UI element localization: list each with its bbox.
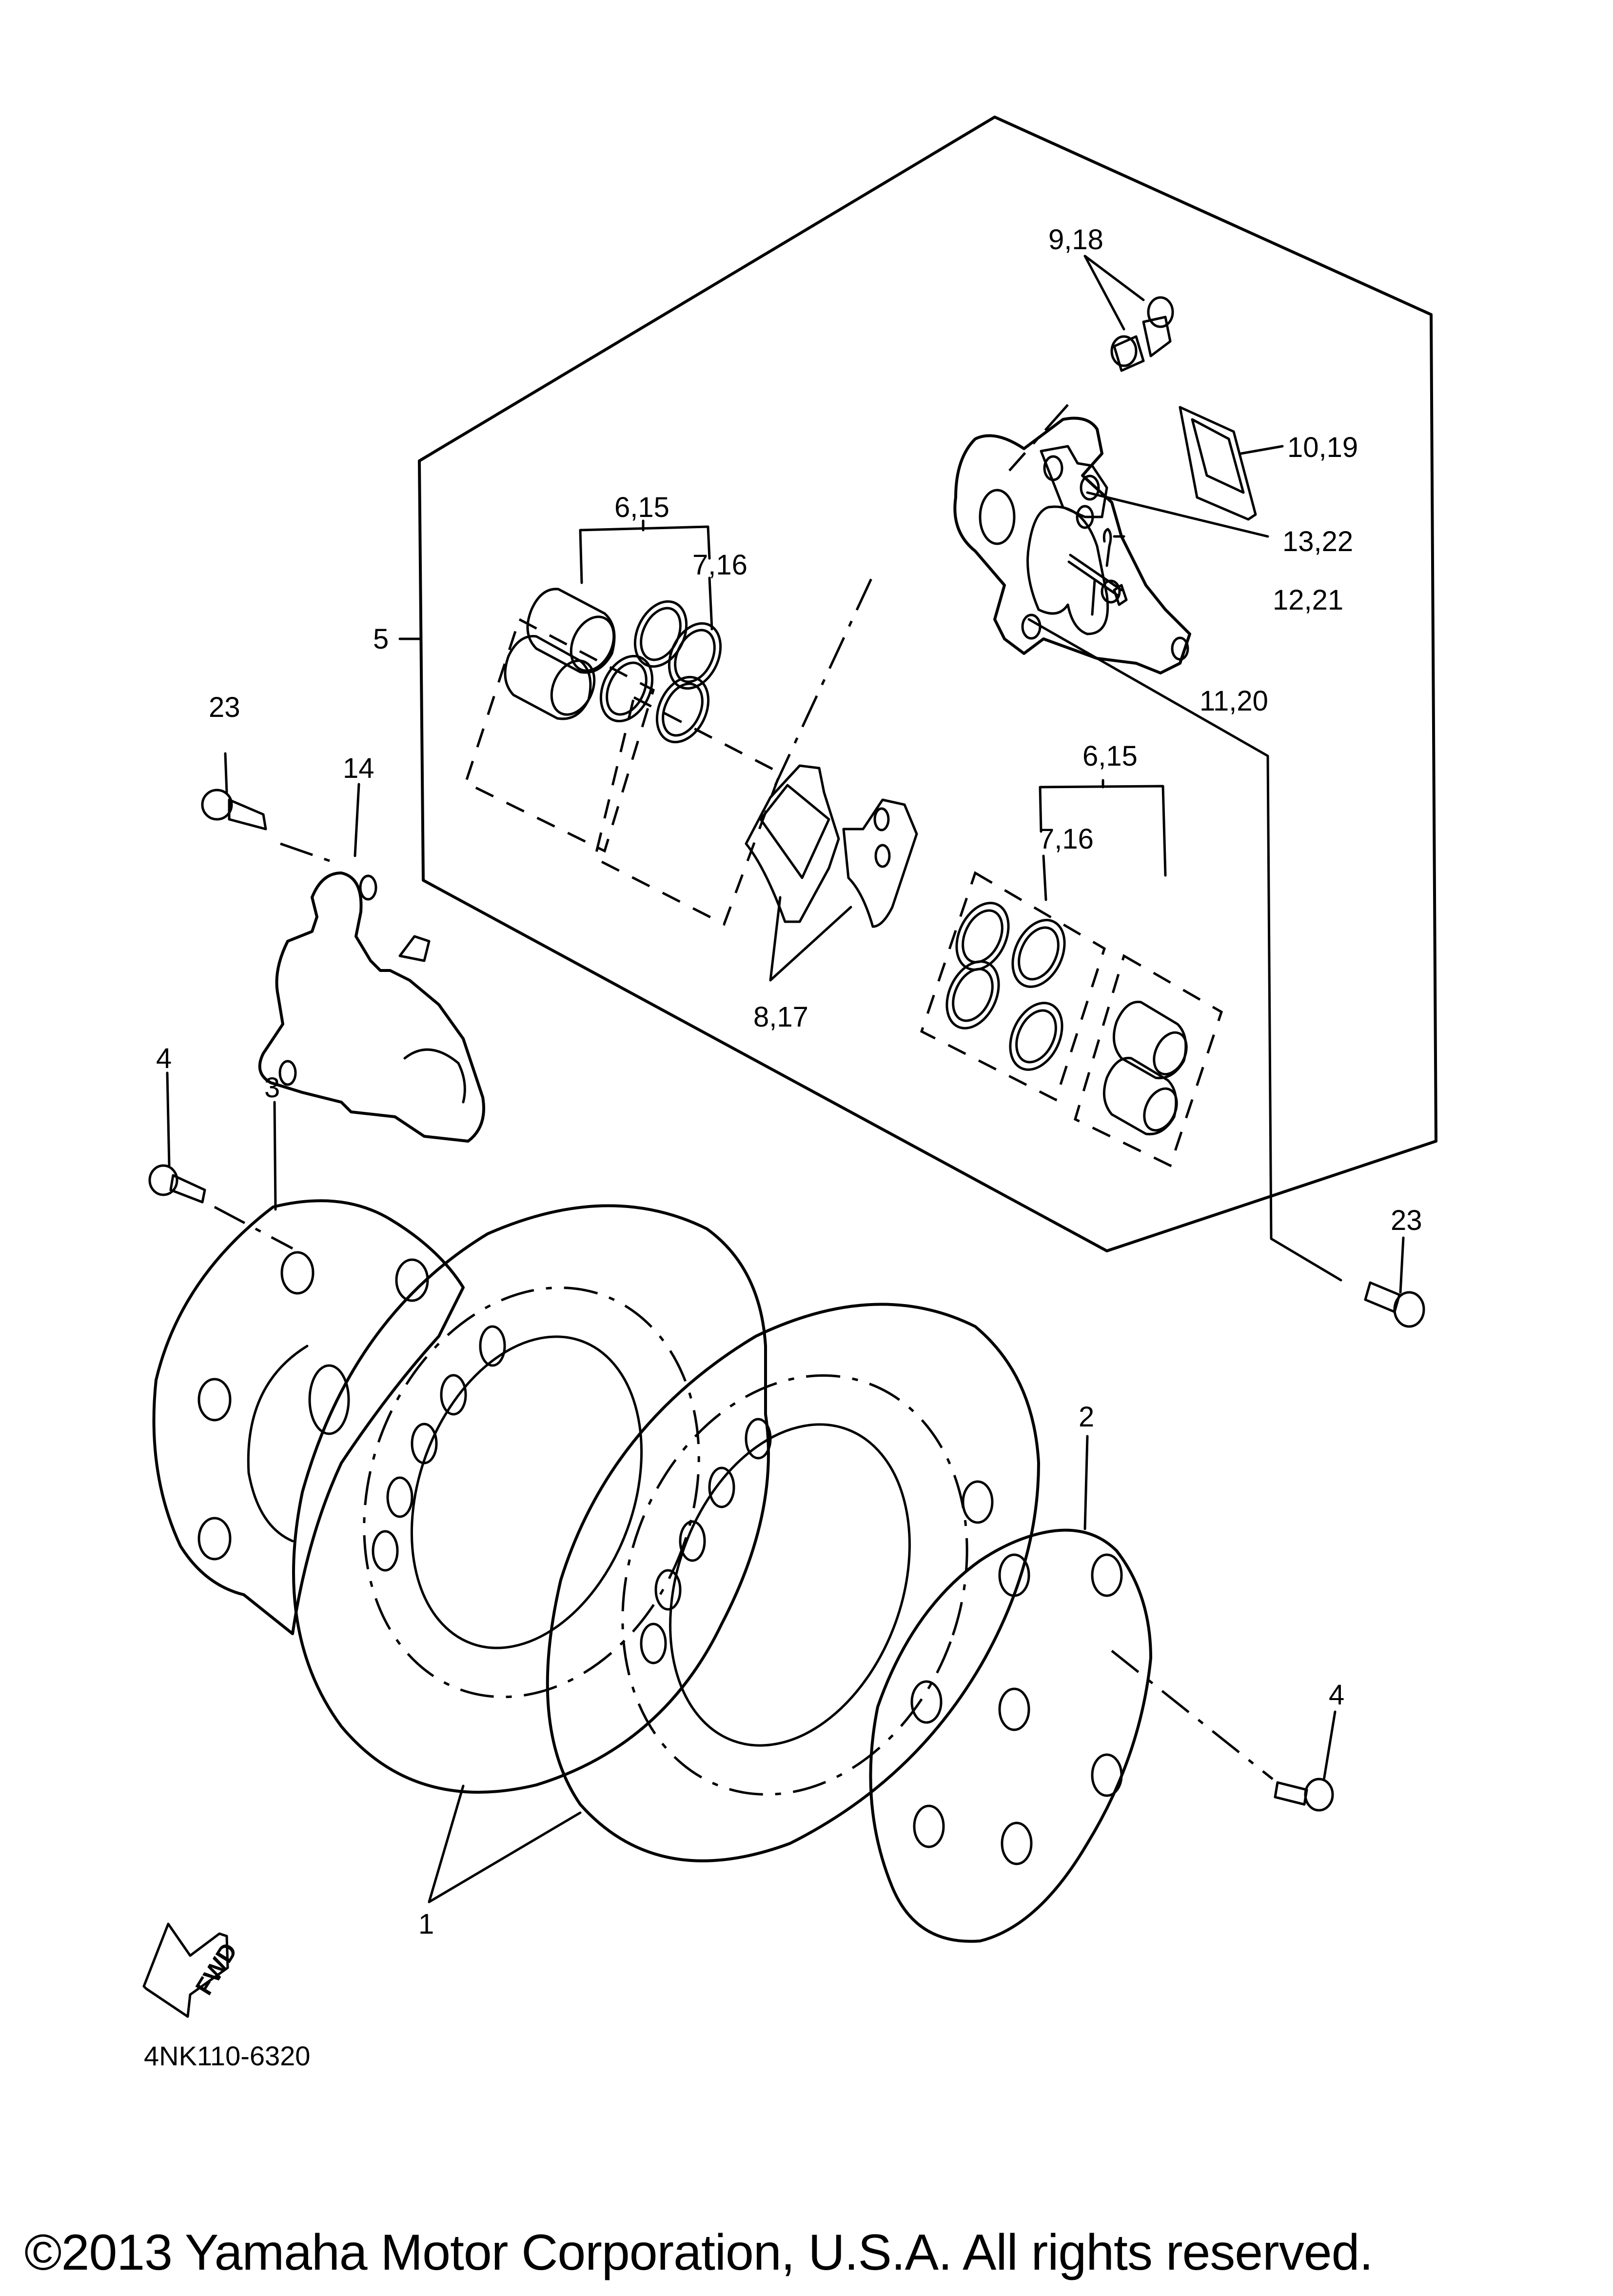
brake-pads: [745, 764, 918, 982]
bolt-23-right: [1364, 1281, 1425, 1328]
piston-seal: [599, 654, 654, 723]
centerline: [214, 1206, 294, 1250]
piston: [526, 588, 616, 674]
leader-13-22: [1086, 491, 1269, 538]
leader-23-right: [1027, 618, 1342, 1282]
callout-9-18: 9,18: [1048, 224, 1103, 256]
callout-2: 2: [1079, 1401, 1094, 1433]
fwd-arrow-icon: FWD: [142, 1922, 243, 2018]
bleed-screw: [1110, 296, 1174, 372]
leader-10-19: [1239, 445, 1284, 455]
callout-4-left: 4: [156, 1043, 172, 1074]
callout-10-19: 10,19: [1287, 432, 1358, 463]
drawing-code: 4NK110-6320: [144, 2040, 310, 2071]
callout-6-15-lower: 6,15: [1082, 740, 1138, 772]
callout-5: 5: [373, 623, 389, 655]
callout-14: 14: [343, 752, 374, 784]
leader-4-right: [1322, 1710, 1337, 1781]
disc-cover-left: [152, 1199, 465, 1635]
copyright-notice: ©2013 Yamaha Motor Corporation, U.S.A. A…: [24, 2224, 1373, 2281]
callout-6-15-upper: 6,15: [614, 492, 669, 523]
callout-13-22: 13,22: [1282, 526, 1353, 557]
leader-1: [428, 1784, 582, 1903]
callout-3: 3: [264, 1072, 280, 1104]
caliper-left: [258, 871, 485, 1143]
leader-14: [354, 783, 360, 857]
bolt-4-right: [1274, 1778, 1334, 1812]
callout-1: 1: [418, 1908, 434, 1940]
callout-7-16-upper: 7,16: [692, 549, 747, 581]
bolt-4-left: [148, 1164, 206, 1204]
callout-23-right: 23: [1391, 1205, 1422, 1236]
pad-pin: [1067, 554, 1128, 606]
brake-disc-1b: [546, 1303, 1040, 1862]
piston-group-upper: [464, 519, 782, 926]
callout-23-left: 23: [209, 692, 240, 723]
callout-4-right: 4: [1329, 1679, 1344, 1711]
brake-disc-1a: [292, 1204, 770, 1794]
pad-cover: [1179, 406, 1257, 521]
centerline: [1008, 404, 1069, 472]
leader-11-20: [1091, 579, 1096, 616]
centerline: [280, 842, 337, 865]
leader-4-left: [166, 1071, 171, 1167]
callout-12-21: 12,21: [1273, 584, 1343, 616]
leader-23-left: [224, 752, 228, 794]
centerline: [1111, 1650, 1274, 1780]
clip: [1102, 528, 1112, 567]
leader-9-18: [1083, 255, 1145, 331]
disc-cover-right: [869, 1480, 1152, 1943]
caliper-assembly-outline: [418, 116, 1437, 1252]
leader-2: [1083, 1435, 1089, 1530]
callout-8-17: 8,17: [753, 1001, 808, 1033]
centerline: [774, 574, 874, 786]
callout-7-16-lower: 7,16: [1039, 823, 1094, 855]
pad-spring: [1040, 445, 1108, 518]
piston: [504, 635, 596, 720]
bolt-23-left: [201, 789, 267, 831]
piston-group-lower: [920, 779, 1223, 1168]
fwd-label: FWD: [190, 1938, 243, 1999]
callout-11-20: 11,20: [1200, 685, 1268, 717]
piston-seal: [655, 675, 710, 744]
